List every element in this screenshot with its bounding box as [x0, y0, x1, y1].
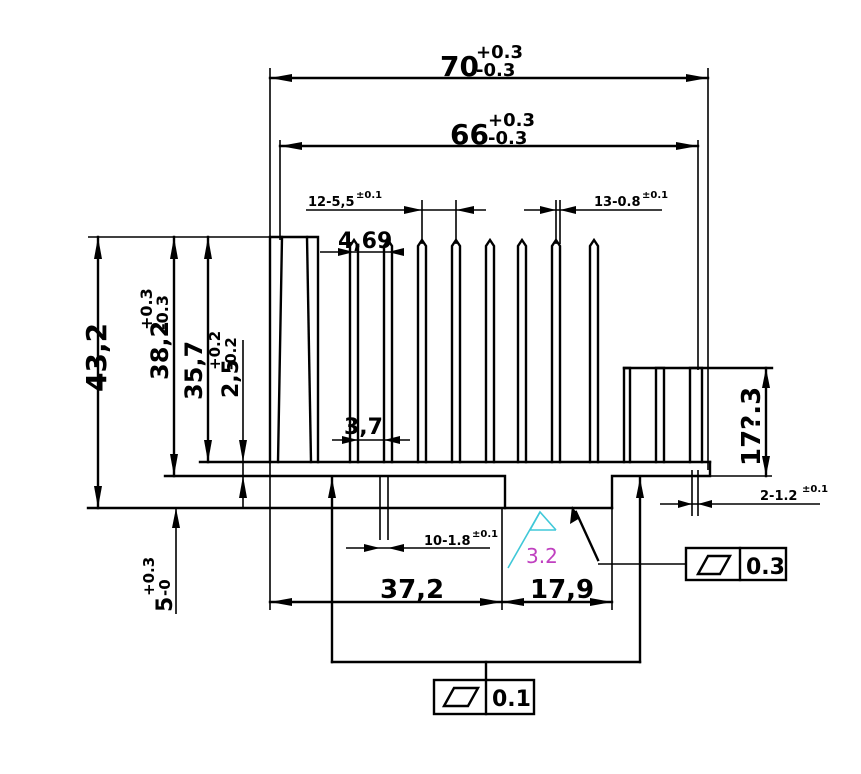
- fin-height-tol-lower: -0.3: [153, 295, 172, 330]
- base-thickness-tol-upper: +0.2: [206, 331, 224, 370]
- dimension-fin-height-inner: 35,7: [180, 235, 212, 464]
- overall-width-base: 70: [440, 50, 479, 83]
- fin-height-base: 38,2: [146, 321, 174, 380]
- fin-spacing-left-text: 12-5,5: [308, 195, 355, 210]
- fin-spacing-left-tol: ±0.1: [356, 190, 382, 201]
- fin-thickness-bottom-tol: ±0.1: [472, 529, 498, 540]
- dimension-step-height: 17?.3: [710, 366, 772, 478]
- step-height-label: 17?.3: [737, 387, 767, 466]
- inner-width-tol-upper: +0.3: [488, 110, 535, 131]
- fin-pitch-label: 4,69: [338, 229, 392, 254]
- fin-height-inner-label: 35,7: [180, 341, 208, 400]
- fin-spacing-left-callout: 12-5,5 ±0.1: [306, 190, 486, 244]
- surface-roughness-symbol: 3.2: [507, 510, 558, 569]
- dimension-fin-pitch: 4,69: [320, 229, 404, 256]
- dimension-fin-height: 38,2 +0.3 -0.3: [137, 235, 178, 478]
- overall-width-tol-upper: +0.3: [476, 42, 523, 63]
- flatness-callout-right: 0.3: [570, 506, 788, 582]
- fin-spacing-right-tol: ±0.1: [642, 190, 668, 201]
- dimension-fin-gap: 3,7: [332, 415, 410, 444]
- fin-gap-label: 3,7: [344, 415, 383, 440]
- inner-width-tol-lower: -0.3: [488, 128, 527, 149]
- flatness-right-value: 0.3: [746, 555, 785, 580]
- base-thickness-base: 2,5: [219, 359, 244, 398]
- fin-thickness-right-callout: 2-1.2 ±0.1: [660, 470, 828, 516]
- base-offset-tol-upper: +0.3: [140, 557, 158, 596]
- fin-height-tol-upper: +0.3: [137, 288, 156, 330]
- bottom-right-width-label: 17,9: [530, 575, 594, 605]
- total-height-label: 43,2: [80, 323, 113, 392]
- dimension-overall-width: 70 +0.3 -0.3: [268, 42, 710, 610]
- fin-thickness-bottom-text: 10-1.8: [424, 534, 471, 549]
- base-offset-base: 5: [153, 597, 178, 612]
- base-thickness-tol-lower: -0.2: [222, 337, 240, 370]
- dimension-inner-width: 66 +0.3 -0.3: [278, 110, 700, 370]
- fin-thickness-right-tol: ±0.1: [802, 484, 828, 495]
- base-offset-tol-lower: -0: [156, 579, 174, 596]
- bottom-left-width-label: 37,2: [380, 575, 444, 605]
- flatness-callout-bottom: 0.1: [328, 476, 644, 716]
- fin-spacing-right-text: 13-0.8: [594, 195, 641, 210]
- dimension-base-thickness: 2,5 +0.2 -0.2: [206, 331, 247, 508]
- inner-width-base: 66: [450, 118, 489, 151]
- dimension-bottom-widths: 37,2 17,9: [268, 508, 614, 610]
- fin-thickness-right-text: 2-1.2: [760, 489, 797, 504]
- overall-width-tol-lower: -0.3: [476, 60, 515, 81]
- flatness-bottom-value: 0.1: [492, 687, 531, 712]
- surface-roughness-value: 3.2: [526, 544, 558, 568]
- dimension-total-height: 43,2: [80, 235, 270, 510]
- fin-thickness-bottom-callout: 10-1.8 ±0.1: [346, 476, 498, 552]
- dimension-base-offset: 5 +0.3 -0: [140, 508, 180, 614]
- fin-spacing-right-callout: 13-0.8 ±0.1: [524, 190, 668, 244]
